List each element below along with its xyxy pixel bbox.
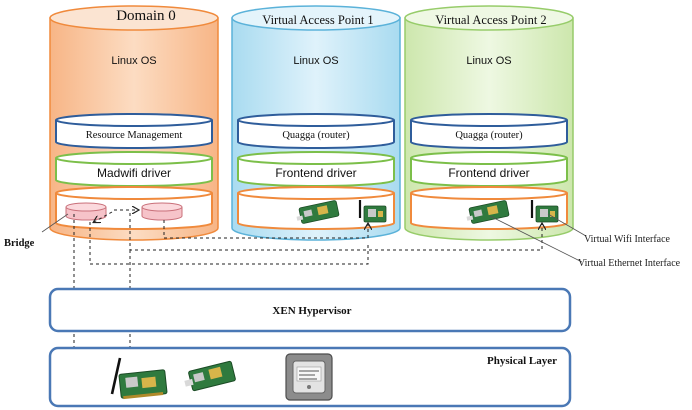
vap2-driver-box: Frontend driver <box>410 151 568 187</box>
bridge-to-vap2-link <box>129 213 542 251</box>
bridge-to-physical-wifi <box>73 214 100 380</box>
vap1-title: Virtual Access Point 1 <box>262 13 373 27</box>
physical-layer-label: Physical Layer <box>487 355 557 367</box>
bridge-to-ethernet-link <box>89 222 369 265</box>
domain0-service-box: Resource Management <box>55 113 213 149</box>
wifi-card-icon <box>530 200 559 223</box>
vap1-os-label: Linux OS <box>293 55 338 67</box>
ethernet-card-icon <box>466 200 510 224</box>
domain0-title: Domain 0 <box>116 8 176 24</box>
hypervisor-label: XEN Hypervisor <box>272 305 351 317</box>
domain0-driver-box: Madwifi driver <box>55 151 213 187</box>
ethernet-card-icon <box>184 360 236 392</box>
bridge-icon <box>141 202 183 221</box>
vap2-cylinder: Virtual Access Point 2 Linux OS Quagga (… <box>404 5 574 241</box>
vap2-title: Virtual Access Point 2 <box>435 13 546 27</box>
bridge-to-vap1-link <box>163 220 368 239</box>
vap1-service-box: Quagga (router) <box>237 113 395 149</box>
domain0-driver-label: Madwifi driver <box>97 166 171 180</box>
bridge-icon <box>65 202 107 221</box>
connection-lines <box>73 210 542 380</box>
wifi-interface-label: Virtual Wifi Interface <box>584 234 671 245</box>
hypervisor-layer: XEN Hypervisor <box>48 287 572 333</box>
wifi-card-icon <box>358 200 387 223</box>
domain0-os-label: Linux OS <box>111 55 156 67</box>
ethernet-interface-label: Virtual Ethernet Interface <box>578 258 681 269</box>
cpu-chip-icon <box>285 353 333 401</box>
vap2-service-label: Quagga (router) <box>455 130 523 141</box>
domain0-cylinder: Domain 0 Linux OS Resource Management Ma… <box>49 5 219 241</box>
ethernet-card-icon <box>296 200 340 224</box>
vap2-os-label: Linux OS <box>466 55 511 67</box>
wifi-card-icon <box>110 357 168 400</box>
vap1-driver-label: Frontend driver <box>275 166 356 180</box>
vap2-service-box: Quagga (router) <box>410 113 568 149</box>
label-pointers <box>41 213 587 263</box>
vap1-service-label: Quagga (router) <box>282 130 350 141</box>
vap2-driver-label: Frontend driver <box>448 166 529 180</box>
domain0-service-label: Resource Management <box>86 130 183 141</box>
vap1-driver-box: Frontend driver <box>237 151 395 187</box>
bridge-label: Bridge <box>4 238 35 249</box>
